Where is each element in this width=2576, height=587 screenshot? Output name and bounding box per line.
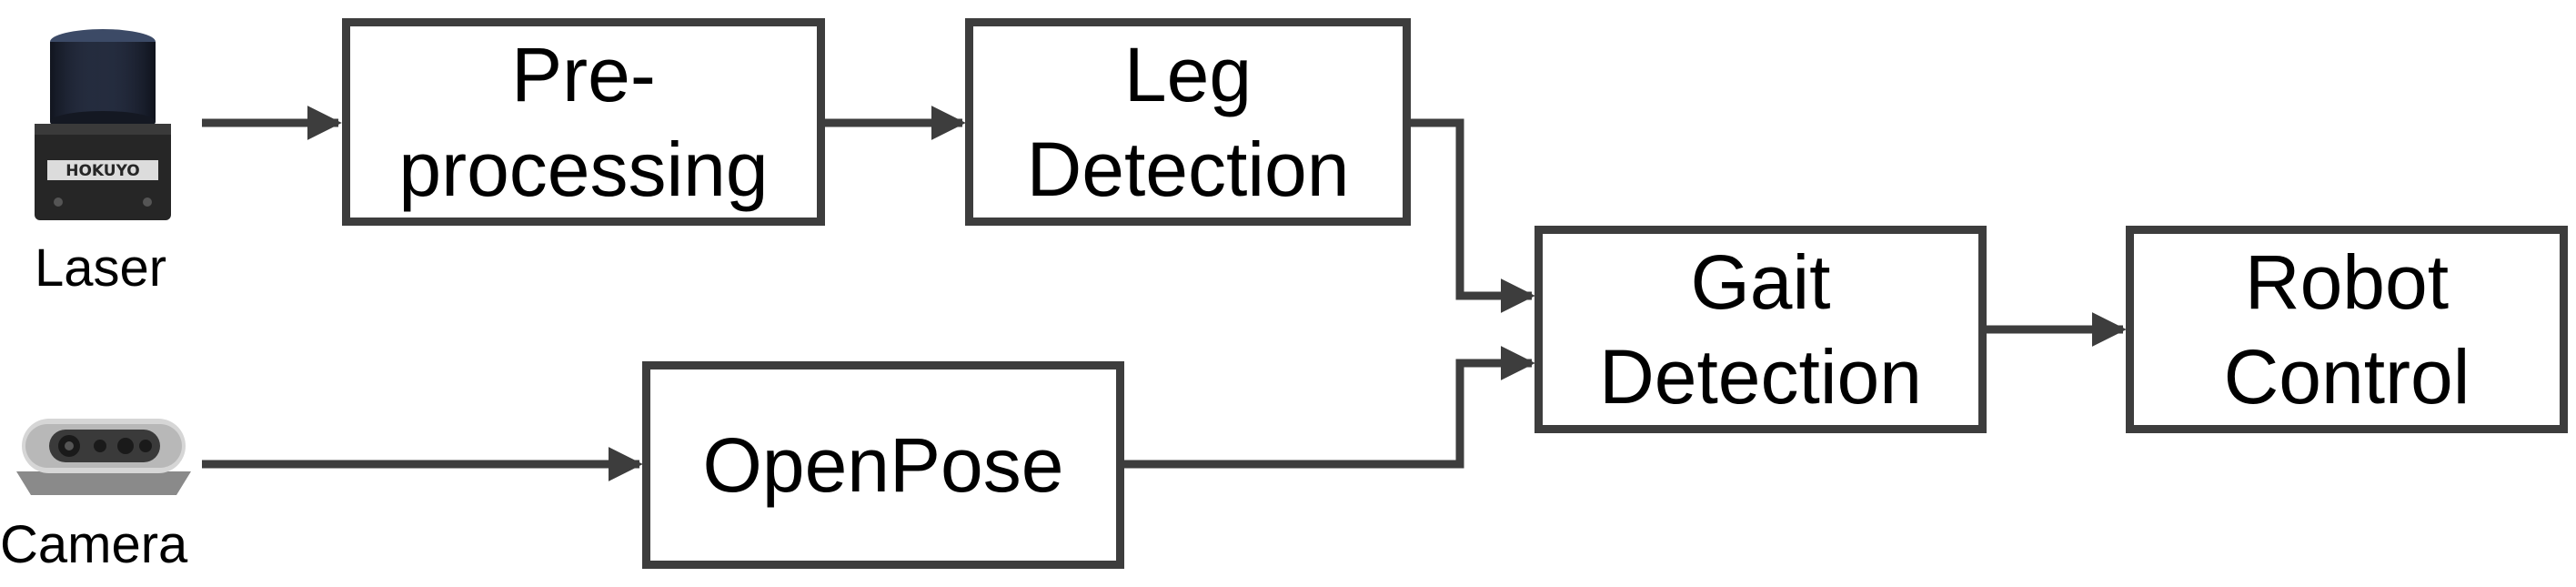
robot-control-label-line-1: Robot — [2244, 239, 2450, 325]
robot-control-label-line-2: Control — [2223, 334, 2470, 420]
preprocessing-label-line-2: processing — [398, 127, 769, 212]
gait-detection-node: Gait Detection — [1535, 226, 1987, 433]
robot-control-node: Robot Control — [2126, 226, 2568, 433]
openpose-label: OpenPose — [702, 422, 1064, 508]
gait-detection-label-line-1: Gait — [1690, 239, 1831, 325]
edge-leg-detection-to-gait-detection — [1411, 118, 1535, 313]
leg-detection-node: Leg Detection — [965, 18, 1411, 226]
leg-detection-label-line-1: Leg — [1123, 32, 1253, 117]
leg-detection-label-line-2: Detection — [1026, 127, 1350, 212]
preprocessing-node: Pre- processing — [342, 18, 825, 226]
lidar-brand-text: HOKUYO — [65, 162, 140, 180]
depth-camera-icon — [16, 419, 191, 495]
lidar-sensor-icon: HOKUYO — [35, 29, 171, 220]
openpose-node: OpenPose — [642, 361, 1124, 569]
edge-openpose-to-gait-detection — [1124, 346, 1535, 469]
laser-label: Laser — [35, 238, 167, 298]
gait-detection-label-line-2: Detection — [1599, 334, 1922, 420]
preprocessing-label-line-1: Pre- — [511, 32, 656, 117]
camera-label: Camera — [0, 515, 188, 574]
